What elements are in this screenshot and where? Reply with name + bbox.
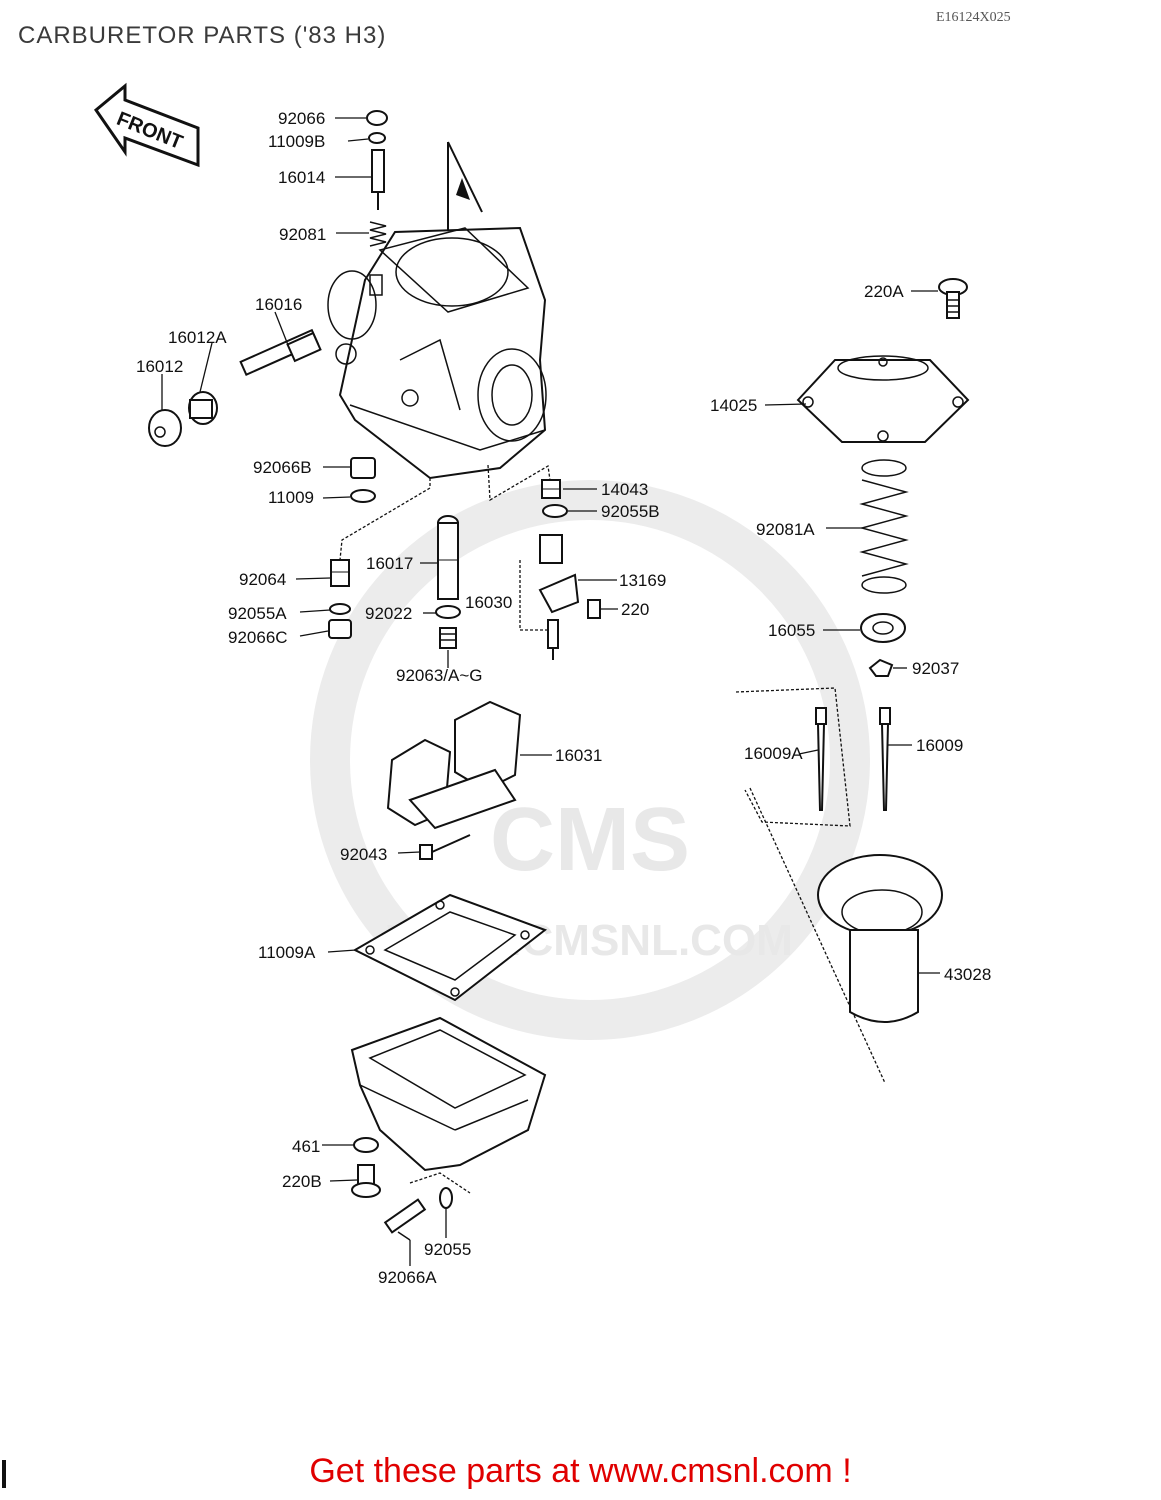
float-valve-16030: [539, 534, 563, 660]
label-92055b: 92055B: [601, 502, 660, 521]
piston-43028: [817, 854, 943, 1023]
leader-lines: [161, 117, 940, 1266]
washer-11009: [350, 489, 376, 503]
clip-13169: [538, 573, 580, 614]
part-labels: 92066 11009B 16014 92081 16016 16012A 16…: [136, 109, 991, 1287]
front-arrow-icon: FRONT: [93, 82, 200, 168]
valve-seat-14043: [541, 479, 561, 499]
label-92022: 92022: [365, 604, 412, 623]
drain-screw-92066a: [383, 1198, 427, 1241]
washer-461: [353, 1137, 379, 1153]
gasket-11009a: [352, 893, 548, 1002]
label-14043: 14043: [601, 480, 648, 499]
label-461: 461: [292, 1137, 320, 1156]
label-220a: 220A: [864, 282, 904, 301]
label-92064: 92064: [239, 570, 286, 589]
label-92043: 92043: [340, 845, 387, 864]
needle-jet-16017: [437, 515, 459, 600]
pin-92043: [419, 834, 471, 860]
screw-16016: [239, 328, 322, 376]
screw-220: [587, 599, 601, 619]
label-16014: 16014: [278, 168, 325, 187]
cap-92066b: [350, 457, 376, 479]
cap-16012: [148, 409, 182, 447]
oring-92055a: [329, 603, 351, 615]
float-16031: [386, 700, 522, 830]
screw-220a: [938, 278, 968, 319]
needle-16009a: [815, 707, 827, 811]
label-14025: 14025: [710, 396, 757, 415]
label-92066: 92066: [278, 109, 325, 128]
fitting-16012a: [188, 391, 218, 425]
screw-16014: [371, 149, 385, 210]
watermark-brand: CMS: [490, 790, 690, 890]
label-16031: 16031: [555, 746, 602, 765]
top-cover-14025: [796, 355, 970, 443]
label-92063: 92063/A~G: [396, 666, 483, 685]
label-16030: 16030: [465, 593, 512, 612]
clip-92037: [868, 658, 894, 677]
page-title: CARBURETOR PARTS ('83 H3): [18, 22, 387, 49]
oring-92055b: [542, 504, 568, 518]
seat-16055: [860, 613, 906, 643]
label-92081a: 92081A: [756, 520, 815, 539]
label-220b: 220B: [282, 1172, 322, 1191]
label-92066c: 92066C: [228, 628, 288, 647]
oring-11009b: [368, 132, 386, 144]
spring-92081a: [859, 459, 909, 594]
bolt-220b: [351, 1164, 381, 1198]
washer-92022: [435, 605, 461, 619]
cap-92066: [366, 110, 388, 126]
diagram-code: E16124X025: [936, 10, 1011, 25]
label-16055: 16055: [768, 621, 815, 640]
label-220: 220: [621, 600, 649, 619]
needle-16009: [879, 707, 891, 811]
oring-92055: [439, 1187, 453, 1209]
label-92066b: 92066B: [253, 458, 312, 477]
label-92081: 92081: [279, 225, 326, 244]
label-11009a: 11009A: [258, 943, 316, 962]
float-bowl: [350, 1016, 547, 1172]
label-13169: 13169: [619, 571, 666, 590]
label-92055: 92055: [424, 1240, 471, 1259]
label-11009: 11009: [268, 488, 314, 507]
label-43028: 43028: [944, 965, 991, 984]
label-92037: 92037: [912, 659, 959, 678]
corner-mark: [2, 1460, 6, 1488]
cap-92066c: [328, 619, 352, 639]
label-16009a: 16009A: [744, 744, 803, 763]
carburetor-body: [327, 226, 547, 480]
label-16009: 16009: [916, 736, 963, 755]
jet-92064: [330, 559, 350, 587]
label-16016: 16016: [255, 295, 302, 314]
label-16017: 16017: [366, 554, 413, 573]
label-16012a: 16012A: [168, 328, 227, 347]
main-jet-92063: [439, 627, 457, 649]
label-11009b: 11009B: [268, 132, 325, 151]
spring-92081: [369, 221, 387, 247]
label-92055a: 92055A: [228, 604, 287, 623]
label-92066a: 92066A: [378, 1268, 437, 1287]
label-16012: 16012: [136, 357, 183, 376]
footer-link[interactable]: Get these parts at www.cmsnl.com !: [309, 1452, 852, 1490]
